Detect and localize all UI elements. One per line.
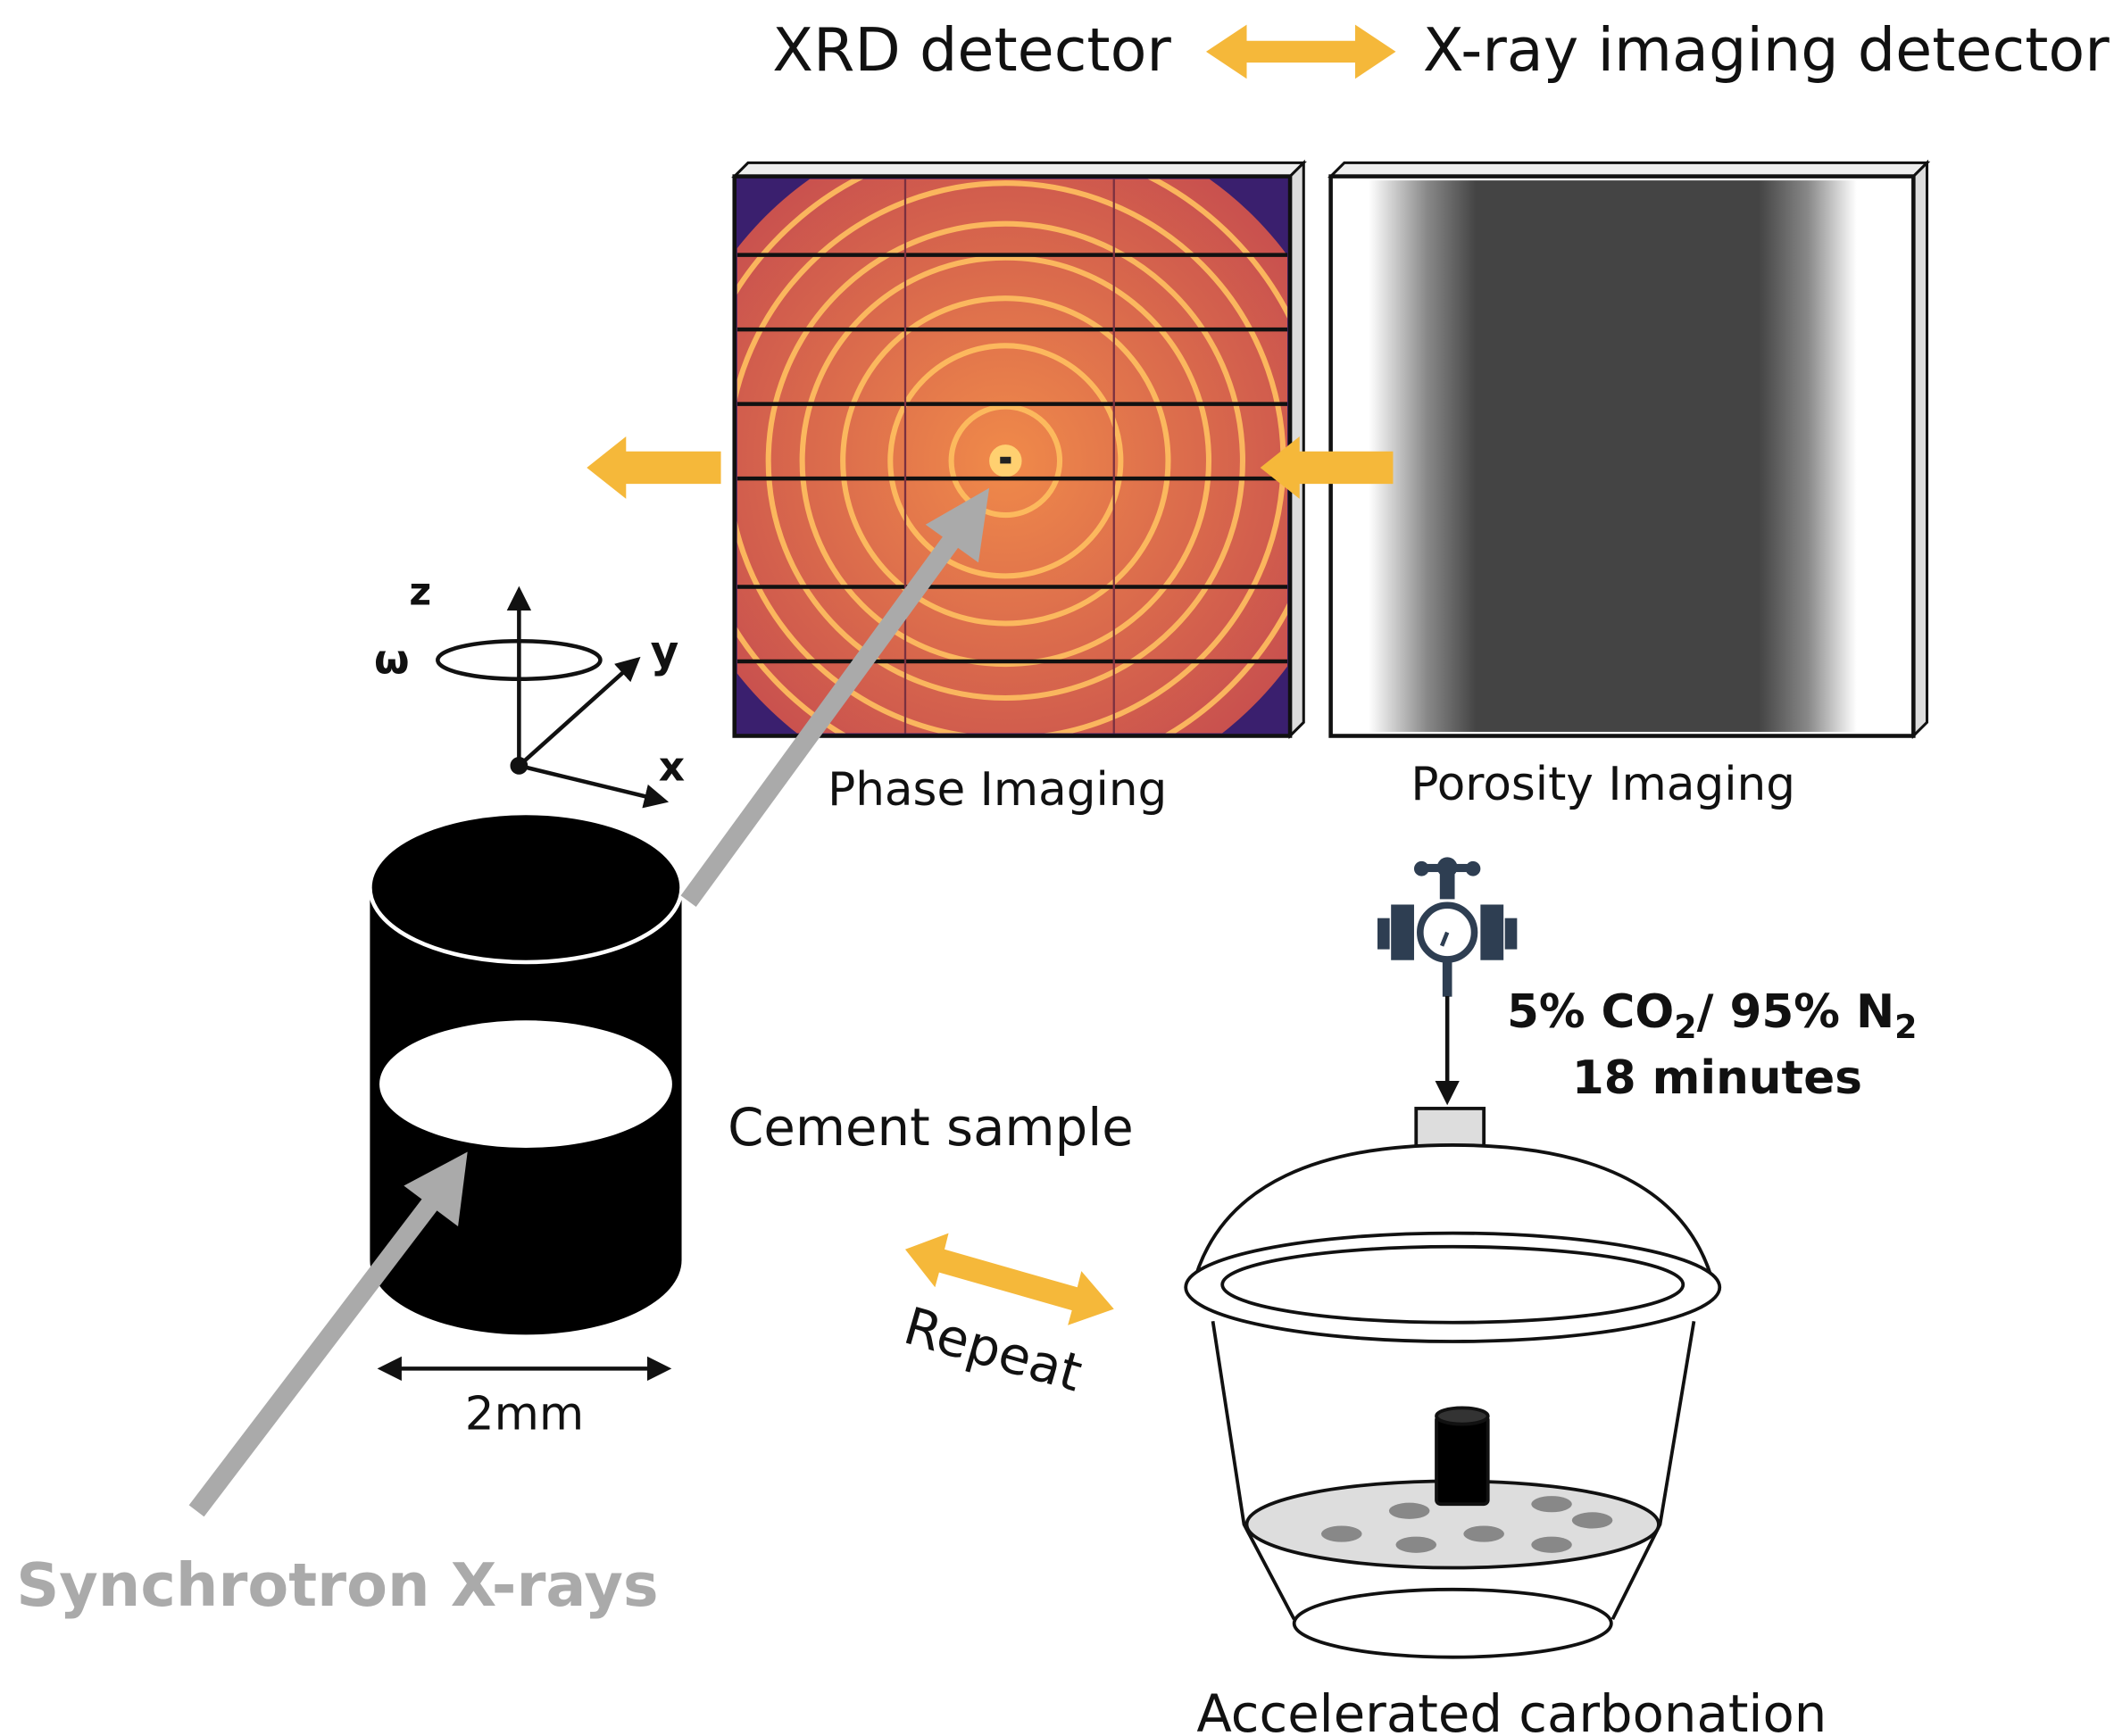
left-arrow-icon	[1260, 436, 1394, 499]
porosity-imaging-panel	[1327, 159, 1931, 740]
synchrotron-beam-arrow	[188, 487, 990, 1517]
dimension-label: 2mm	[465, 1388, 584, 1441]
phase-imaging-label: Phase Imaging	[828, 763, 1167, 817]
x-axis-label: x	[659, 743, 685, 791]
rotation-axes-icon	[436, 586, 670, 809]
omega-label: ω	[374, 636, 410, 684]
repeat-label: Repeat	[898, 1295, 1089, 1403]
left-arrow-icon	[587, 436, 721, 499]
gas-composition: 5% CO2/ 95% N2	[1507, 985, 1918, 1046]
repeat-arrow-icon	[904, 1233, 1114, 1325]
gas-valve-icon	[1377, 857, 1518, 997]
gas-duration: 18 minutes	[1572, 1051, 1862, 1105]
phase-imaging-panel	[731, 159, 1307, 740]
xrd-detector-label: XRD detector	[772, 15, 1171, 85]
imaging-detector-label: X-ray imaging detector	[1423, 15, 2110, 85]
y-axis-label: y	[651, 627, 679, 677]
porosity-imaging-label: Porosity Imaging	[1411, 758, 1795, 811]
cement-sample-cylinder	[368, 810, 684, 1335]
synchrotron-label: Synchrotron X-rays	[16, 1550, 658, 1620]
z-axis-label: z	[409, 570, 431, 614]
double-arrow-icon	[1205, 24, 1396, 79]
chamber-label: Accelerated carbonation	[1196, 1683, 1827, 1736]
carbonation-chamber	[1184, 1107, 1722, 1659]
cement-sample-label: Cement sample	[728, 1097, 1134, 1158]
